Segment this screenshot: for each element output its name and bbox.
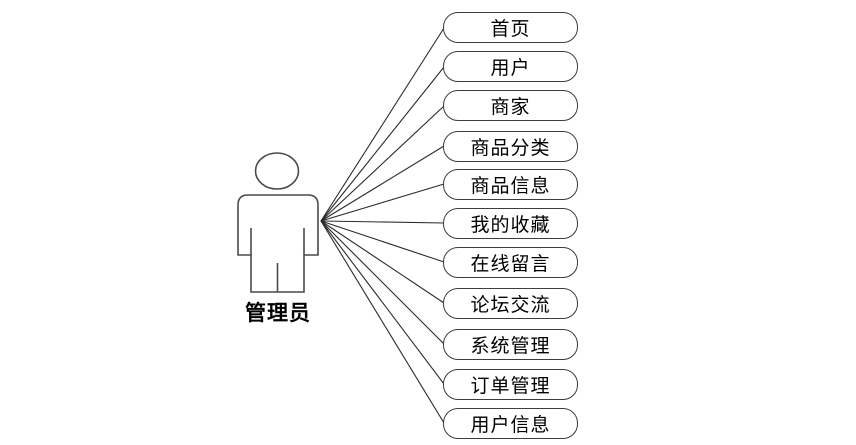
connector-line [320, 27, 445, 222]
usecase-order-management: 订单管理 [443, 369, 578, 400]
usecase-label: 系统管理 [470, 335, 551, 357]
usecase-label: 论坛交流 [470, 294, 551, 316]
actor-body [237, 194, 319, 293]
usecase-label: 订单管理 [470, 375, 551, 397]
usecase-label: 首页 [490, 18, 531, 40]
connector-line [320, 220, 445, 385]
connector-line [320, 183, 445, 222]
connector-line [320, 105, 445, 222]
actor-figure [237, 152, 319, 293]
usecase-label: 商品分类 [470, 137, 551, 159]
usecase-online-messages: 在线留言 [443, 247, 578, 278]
usecase-label: 在线留言 [470, 253, 551, 275]
connector-line [320, 220, 445, 224]
usecase-system-management: 系统管理 [443, 329, 578, 360]
connector-lines [320, 27, 445, 424]
actor-head [254, 152, 300, 190]
usecase-label: 商家 [490, 96, 531, 118]
usecase-label: 我的收藏 [470, 214, 551, 236]
connector-line [320, 66, 445, 222]
usecase-my-favorites: 我的收藏 [443, 208, 578, 239]
usecase-label: 用户信息 [470, 414, 551, 436]
connector-line [320, 220, 445, 263]
connector-line [320, 220, 445, 345]
usecase-forum-exchange: 论坛交流 [443, 288, 578, 319]
usecase-product-category: 商品分类 [443, 131, 578, 162]
connector-line [320, 145, 445, 222]
usecase-product-info: 商品信息 [443, 169, 578, 200]
connector-line [320, 220, 445, 304]
connector-line [320, 220, 445, 424]
usecase-label: 商品信息 [470, 175, 551, 197]
usecase-users: 用户 [443, 51, 578, 82]
usecase-merchants: 商家 [443, 90, 578, 121]
usecase-home: 首页 [443, 12, 578, 43]
actor-label: 管理员 [245, 301, 311, 325]
usecase-label: 用户 [490, 57, 531, 79]
usecase-user-info: 用户信息 [443, 408, 578, 439]
